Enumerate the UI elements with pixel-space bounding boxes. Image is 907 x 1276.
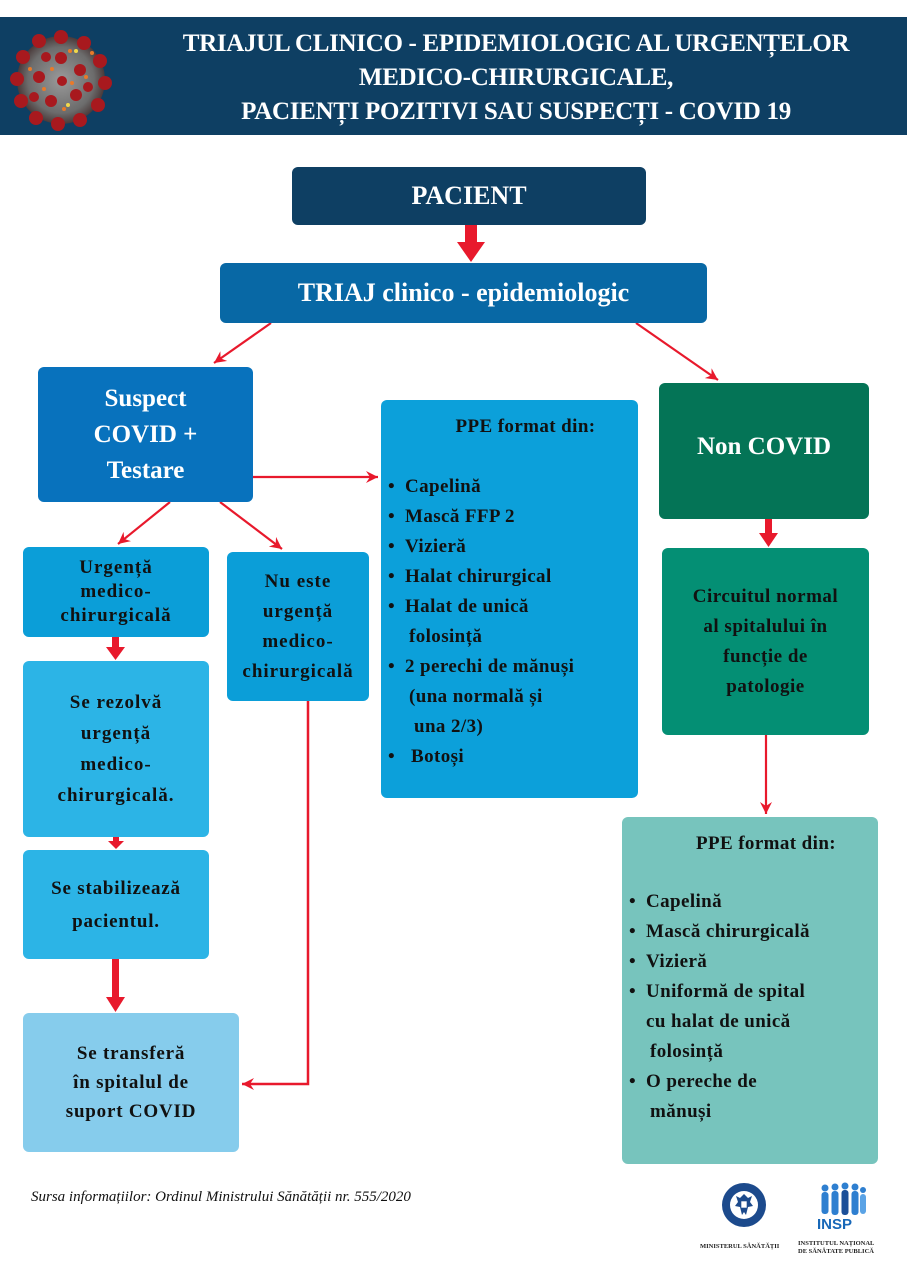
bullet-icon: • <box>388 476 396 497</box>
node-suspect-covid: Suspect COVID + Testare <box>38 367 253 502</box>
node-non-covid: Non COVID <box>659 383 869 519</box>
bullet-icon: • <box>388 746 396 767</box>
arrow-rezolva-to-stabilizeaza <box>108 837 124 849</box>
node-urgenta: Urgență medico- chirurgicală <box>23 547 209 637</box>
node-label-line: chirurgicală <box>60 605 172 626</box>
title-line: PACIENȚI POZITIVI SAU SUSPECȚI - COVID 1… <box>241 98 791 125</box>
coronavirus-icon <box>10 30 112 131</box>
node-label-line: medico- <box>262 630 334 652</box>
node-triaj: TRIAJ clinico - epidemiologic <box>220 263 707 323</box>
ppe-item: •Vizieră <box>629 947 810 977</box>
node-label-line: Suspect <box>104 384 187 412</box>
node-label-line: COVID + <box>93 420 198 448</box>
logo-caption: INSTITUTUL NAȚIONAL DE SĂNĂTATE PUBLICĂ <box>798 1240 875 1255</box>
arrow-triaj-to-noncovid <box>635 322 719 381</box>
node-label-line: Urgență <box>79 557 153 578</box>
logo-insp: INSP INSTITUTUL NAȚIONAL DE SĂNĂTATE PUB… <box>793 1182 903 1262</box>
node-label-line: Nu este <box>264 570 332 592</box>
page-title: TRIAJUL CLINICO - EPIDEMIOLOGIC AL URGEN… <box>125 27 907 129</box>
source-citation: Sursa informațiilor: Ordinul Ministrului… <box>31 1189 411 1205</box>
bullet-icon: • <box>629 1071 637 1092</box>
header-banner: TRIAJUL CLINICO - EPIDEMIOLOGIC AL URGEN… <box>0 17 907 135</box>
bullet-icon: • <box>629 891 637 912</box>
node-label-line: funcție de <box>723 645 808 667</box>
node-stabilizeaza: Se stabilizează pacientul. <box>23 850 209 959</box>
ppe-title: PPE format din: <box>695 833 837 854</box>
node-label: PACIENT <box>411 181 527 210</box>
node-label: Non COVID <box>696 433 832 460</box>
arrow-noncovid-to-circuit <box>759 519 778 547</box>
logo-ministerul-sanatatii: MINISTERUL SĂNĂTĂȚII <box>700 1182 788 1262</box>
arrow-pacient-to-triaj <box>457 225 485 262</box>
node-label-line: chirurgicală <box>242 660 354 682</box>
node-label-line: medico- <box>80 754 152 775</box>
ppe-item: •Capelină <box>629 887 810 917</box>
node-label-line: medico- <box>80 581 152 602</box>
ppe-list: •Capelină •Mască FFP 2 •Vizieră •Halat c… <box>388 472 574 772</box>
ppe-non-covid-panel: PPE format din: •Capelină •Mască chirurg… <box>622 817 878 1164</box>
node-label-line: Circuitul normal <box>692 585 839 607</box>
node-label-line: urgență <box>80 723 152 744</box>
bullet-icon: • <box>388 656 396 677</box>
bullet-icon: • <box>388 506 396 527</box>
title-line: TRIAJUL CLINICO - EPIDEMIOLOGIC AL URGEN… <box>182 30 850 57</box>
node-label-line: Se transferă <box>76 1043 186 1064</box>
arrow-suspect-to-nu-urgenta <box>219 501 283 550</box>
ppe-title: PPE format din: <box>455 416 596 437</box>
node-label-line: suport COVID <box>65 1101 197 1122</box>
node-label-line: chirurgicală. <box>57 785 175 806</box>
node-label-line: Se rezolvă <box>69 692 163 713</box>
bullet-icon: • <box>388 596 396 617</box>
ppe-covid-panel: PPE format din: •Capelină •Mască FFP 2 •… <box>381 400 638 798</box>
ppe-item: •Capelină <box>388 472 574 502</box>
romanian-government-seal-icon <box>722 1183 766 1227</box>
ppe-item: •Mască FFP 2 <box>388 502 574 532</box>
bullet-icon: • <box>629 921 637 942</box>
ppe-list: •Capelină •Mască chirurgicală •Vizieră •… <box>629 887 810 1127</box>
node-rezolva-urgenta: Se rezolvă urgență medico- chirurgicală. <box>23 661 209 837</box>
bullet-icon: • <box>388 536 396 557</box>
node-label-line: al spitalului în <box>703 615 828 637</box>
title-line: MEDICO-CHIRURGICALE, <box>358 64 674 91</box>
node-label-line: patologie <box>726 675 805 697</box>
bullet-icon: • <box>629 951 637 972</box>
node-label-line: Testare <box>106 456 185 484</box>
node-label-line: în spitalul de <box>73 1072 189 1093</box>
node-label-line: urgență <box>262 600 334 622</box>
node-label: TRIAJ clinico - epidemiologic <box>297 278 630 307</box>
bullet-icon: • <box>629 981 637 1002</box>
insp-acronym: INSP <box>817 1216 853 1233</box>
node-pacient: PACIENT <box>292 167 646 225</box>
node-label-line: pacientul. <box>72 910 160 932</box>
node-circuit-normal: Circuitul normal al spitalului în funcți… <box>662 548 869 735</box>
arrow-nu-urgenta-to-transfera <box>242 701 310 1090</box>
bullet-icon: • <box>388 566 396 587</box>
arrow-stabilizeaza-to-transfera <box>106 959 125 1012</box>
ppe-item: •Botoși <box>388 742 574 772</box>
logo-caption: MINISTERUL SĂNĂTĂȚII <box>700 1243 780 1250</box>
arrow-suspect-to-urgenta <box>117 501 171 545</box>
insp-people-icon <box>821 1182 866 1215</box>
ppe-item: •Mască chirurgicală <box>629 917 810 947</box>
node-transfera: Se transferă în spitalul de suport COVID <box>23 1013 239 1152</box>
arrow-triaj-to-suspect <box>213 322 272 364</box>
ppe-item: •Halat chirurgical <box>388 562 574 592</box>
ppe-item: •Vizieră <box>388 532 574 562</box>
node-nu-urgenta: Nu este urgență medico- chirurgicală <box>227 552 369 701</box>
node-label-line: Se stabilizează <box>51 877 181 899</box>
arrow-urgenta-to-rezolva <box>106 637 125 660</box>
